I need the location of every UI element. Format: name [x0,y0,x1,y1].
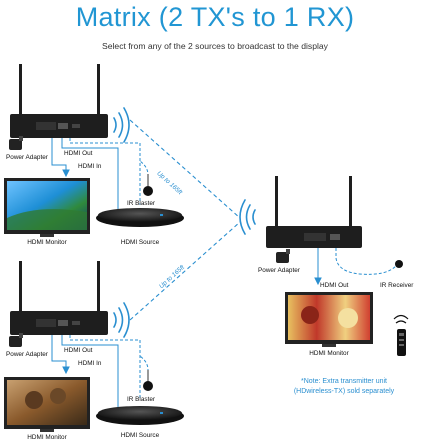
cables-rx [314,248,397,286]
signal-arcs [113,107,256,338]
wireless-links [129,119,241,321]
hdmi-monitor-icon-rx [285,292,373,347]
tx1-ir-blaster-label: IR Blaster [127,200,156,207]
signal-icon-tx2 [113,302,130,338]
rx-power-adapter-label: Power Adapter [258,267,300,274]
hdmi-monitor-icon-tx1 [4,178,90,237]
ir-blaster-icon-tx2 [143,370,153,391]
hdmi-monitor-icon-tx2 [4,377,90,432]
power-adapter-icon-tx2 [9,333,23,347]
tx2-power-adapter-label: Power Adapter [6,351,48,358]
rx-hdmi-monitor-label: HDMI Monitor [309,350,349,357]
signal-icon-tx1 [113,107,130,143]
note-text: *Note: Extra transmitter unit (HDwireles… [262,377,426,397]
tx2-hdmi-out-label: HDMI Out [64,347,93,354]
tx1-hdmi-in-label: HDMI In [78,163,102,170]
ir-blaster-icon-tx1 [143,174,153,196]
tx2-hdmi-source-label: HDMI Source [120,432,160,439]
remote-control-icon [393,314,409,356]
rx-ir-receiver-label: IR Receiver [380,282,414,289]
page-title: Matrix (2 TX's to 1 RX) [75,2,355,32]
transmitter-1-unit [10,64,108,138]
tx1-hdmi-monitor-label: HDMI Monitor [27,239,67,246]
cables-tx2 [51,335,149,410]
tx2-ir-blaster-label: IR Blaster [127,396,156,403]
receiver-unit [266,176,362,248]
tx1-hdmi-out-label: HDMI Out [64,150,93,157]
hdmi-source-icon-tx2 [96,406,184,425]
tx2-hdmi-in-label: HDMI In [78,360,102,367]
transmitter-2-unit [10,261,108,335]
hdmi-source-icon-tx1 [96,208,184,227]
page-subtitle: Select from any of the 2 sources to broa… [102,41,328,51]
rx-hdmi-out-label: HDMI Out [320,282,349,289]
ir-receiver-icon [395,260,403,268]
power-adapter-icon-tx1 [9,136,23,150]
note-line-1: *Note: Extra transmitter unit [301,378,387,385]
power-adapter-icon-rx [276,249,290,263]
tx1-power-adapter-label: Power Adapter [6,154,48,161]
link-line-lower [129,221,241,321]
note-line-2: (HDwireless-TX) sold separately [293,388,395,395]
link-line-upper [129,119,241,219]
signal-icon-rx [239,199,256,235]
tx2-hdmi-monitor-label: HDMI Monitor [27,434,67,441]
tx1-hdmi-source-label: HDMI Source [120,239,160,246]
